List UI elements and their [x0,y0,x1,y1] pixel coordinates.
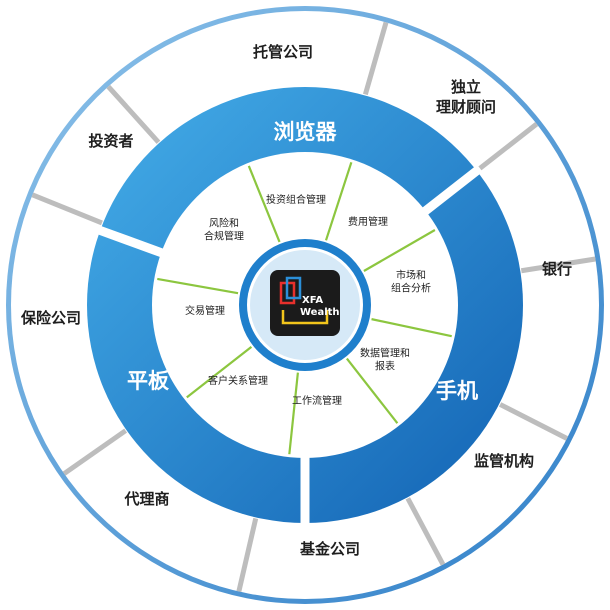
outer-divider [62,428,128,476]
function-label: 费用管理 [348,215,388,228]
outer-divider [31,192,103,226]
function-spoke [324,162,353,241]
function-spoke [288,372,299,455]
logo-blue-square [285,276,302,300]
function-label: 投资组合管理 [266,193,326,206]
logo-text-xfa: XFA [302,295,323,306]
function-label: 交易管理 [185,304,225,317]
outer-divider [498,402,569,441]
outer-divider [236,517,259,593]
outer-divider [405,497,446,566]
function-label: 工作流管理 [292,394,342,407]
device-label-phone: 手机 [436,379,478,403]
function-spoke [371,318,452,338]
logo-yellow-bracket [281,310,329,325]
outer-divider [362,21,389,96]
client-label: 监管机构 [474,452,534,470]
function-spokes [157,162,452,455]
client-label: 银行 [542,260,572,278]
client-label: 代理商 [123,490,169,508]
outer-divider [106,84,161,144]
outer-divider [520,256,596,274]
function-label: 客户关系管理 [208,374,268,387]
device-label-tablet: 平板 [127,369,170,393]
device-label-browser: 浏览器 [274,120,338,144]
client-label: 基金公司 [299,540,360,558]
client-label: 投资者 [88,132,133,150]
device-ring-gap [420,164,483,217]
function-label: 风险和合规管理 [204,217,244,243]
function-spoke [186,345,253,399]
xfa-wealth-logo: XFA Wealth [270,270,340,336]
device-ring-gap [94,224,166,258]
function-spoke [157,277,239,295]
function-spoke [247,165,281,243]
outer-divider [476,122,539,173]
client-label: 独立理财顾问 [436,78,496,116]
function-label: 市场和组合分析 [391,269,431,295]
outer-ring-dividers [31,21,596,593]
function-label: 数据管理和报表 [360,347,410,373]
function-spoke [345,357,399,424]
device-ring-gaps [94,164,483,527]
logo-text-wealth: Wealth [300,307,340,318]
client-label: 托管公司 [253,43,313,61]
client-label: 保险公司 [20,309,81,327]
function-spoke [363,229,436,272]
